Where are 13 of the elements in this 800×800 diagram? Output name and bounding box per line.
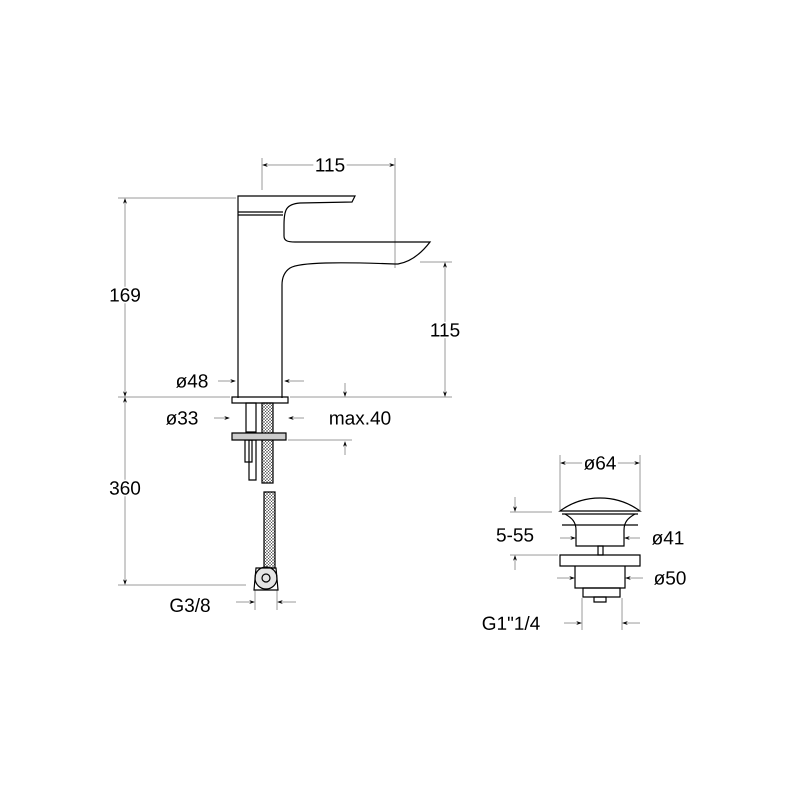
dimension-label: G1"1/4 (480, 614, 542, 632)
dimension-label: 115 (428, 322, 462, 338)
dimension-label: max.40 (327, 410, 393, 426)
dimension-label: ø64 (582, 454, 618, 472)
dimension-label: ø48 (174, 372, 210, 390)
dimension-label: 115 (313, 156, 347, 174)
dimension-label: ø50 (652, 570, 688, 586)
dimension-label: 360 (108, 480, 142, 496)
dimension-label: ø41 (650, 530, 686, 546)
dimension-label: G3/8 (168, 596, 212, 614)
dimension-label: 5-55 (494, 526, 536, 544)
dimension-label: 169 (108, 286, 142, 304)
dimension-label: ø33 (164, 410, 200, 426)
